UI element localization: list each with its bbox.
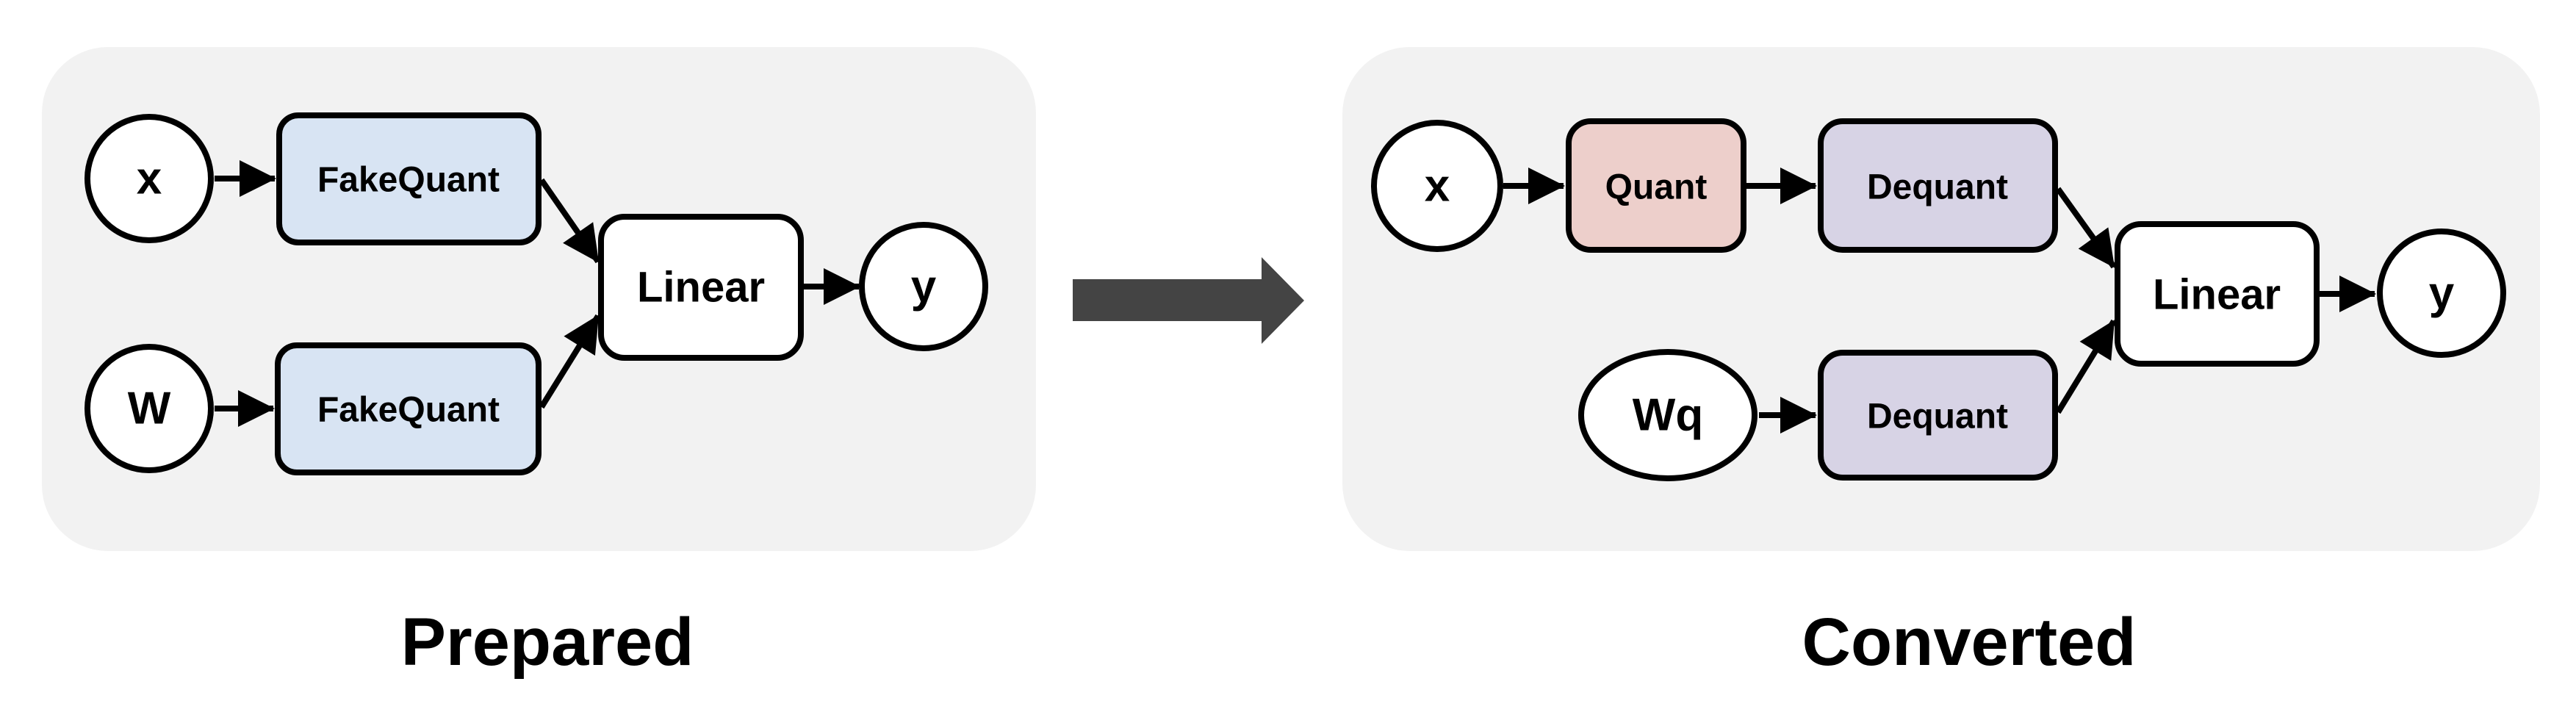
edge-fakequant-activation-to-linear (539, 178, 601, 264)
node-w-circle (84, 344, 214, 473)
fakequant-weight-label: FakeQuant (317, 391, 500, 430)
quant-label: Quant (1605, 168, 1708, 207)
quant-box (1566, 118, 1746, 253)
node-x-circle-converted (1371, 120, 1503, 252)
node-y-label-prepared: y (911, 262, 937, 312)
node-x-label: x (137, 154, 162, 204)
linear-box-prepared (598, 214, 804, 361)
node-y-circle-converted (2377, 229, 2506, 358)
linear-label-prepared: Linear (637, 264, 765, 312)
node-y-label-converted: y (2429, 268, 2455, 319)
title-prepared: Prepared (401, 605, 694, 680)
node-y-circle-prepared (859, 222, 988, 351)
title-converted: Converted (1802, 605, 2137, 680)
edge-fakequant-weight-to-linear (539, 314, 601, 409)
dequant-weight-box (1818, 350, 2058, 481)
dequant-activation-label: Dequant (1867, 168, 2008, 207)
node-x-circle (84, 114, 214, 243)
dequant-activation-box (1818, 118, 2058, 253)
linear-box-converted (2115, 221, 2320, 367)
dequant-weight-label: Dequant (1867, 398, 2008, 436)
transform-arrow-icon (1073, 257, 1304, 344)
fakequant-weight-box (275, 342, 542, 475)
fakequant-activation-label: FakeQuant (317, 161, 500, 200)
edge-dequant-activation-to-linear (2055, 187, 2117, 269)
linear-label-converted: Linear (2153, 271, 2281, 319)
node-wq-ellipse (1578, 349, 1757, 481)
fakequant-activation-box (276, 112, 542, 245)
node-w-label: W (128, 384, 171, 434)
node-x-label-converted: x (1425, 161, 1450, 212)
edge-dequant-weight-to-linear (2055, 319, 2117, 414)
node-wq-label: Wq (1633, 390, 1703, 441)
